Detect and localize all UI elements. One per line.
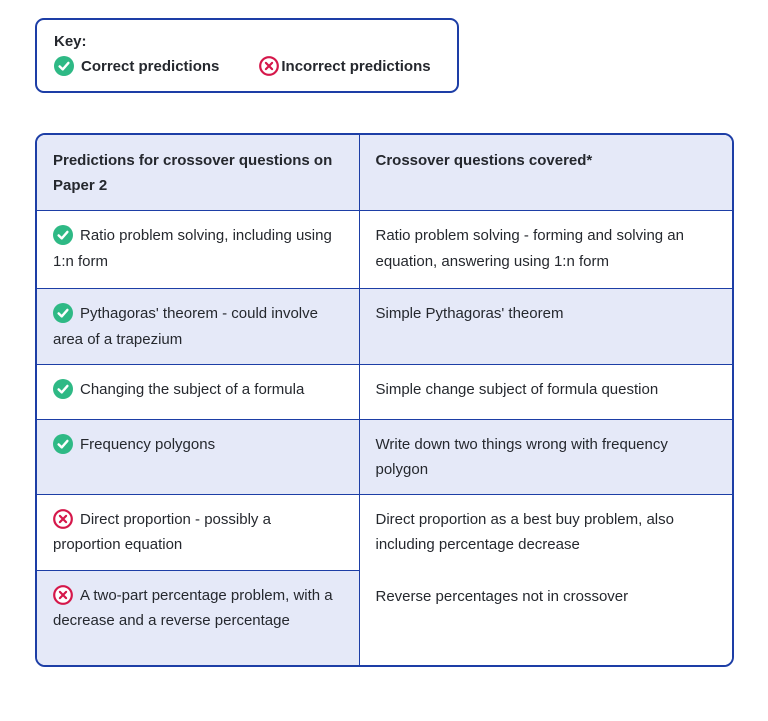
prediction-text: Pythagoras' theorem - could involve area… (53, 305, 318, 348)
key-incorrect-label: Incorrect predictions (281, 57, 431, 75)
table-row: Ratio problem solving, including using 1… (37, 210, 732, 290)
key-item-correct: Correct predictions (54, 56, 219, 76)
prediction-text: Direct proportion - possibly a proportio… (53, 511, 271, 554)
header-covered: Crossover questions covered* (358, 135, 732, 212)
x-circle-icon (53, 509, 73, 530)
prediction-text: Frequency polygons (80, 435, 216, 453)
prediction-text: A two-part percentage problem, with a de… (53, 586, 333, 629)
x-circle-icon (259, 56, 280, 76)
key-title: Key: (54, 33, 87, 50)
prediction-cell: Direct proportion - possibly a proportio… (37, 494, 360, 571)
x-circle-icon (53, 584, 73, 605)
prediction-cell: Pythagoras' theorem - could involve area… (37, 288, 360, 365)
table-header-row: Predictions for crossover questions on P… (37, 135, 732, 212)
key-correct-label: Correct predictions (81, 57, 220, 75)
prediction-text: Changing the subject of a formula (80, 380, 305, 398)
key-item-incorrect: Incorrect predictions (259, 56, 431, 76)
check-circle-icon (53, 225, 73, 246)
check-circle-icon (53, 433, 73, 454)
key-items: Correct predictions Incorrect prediction… (54, 56, 441, 76)
prediction-cell: A two-part percentage problem, with a de… (37, 569, 360, 665)
prediction-text: Ratio problem solving, including using 1… (53, 227, 332, 270)
prediction-cell: Ratio problem solving, including using 1… (37, 210, 360, 290)
check-circle-icon (53, 303, 73, 324)
header-predictions: Predictions for crossover questions on P… (37, 135, 360, 212)
check-circle-icon (54, 56, 74, 76)
table-row: Frequency polygons Write down two things… (37, 418, 732, 496)
table-row: A two-part percentage problem, with a de… (37, 569, 732, 665)
covered-cell: Write down two things wrong with frequen… (358, 418, 732, 496)
table-row: Pythagoras' theorem - could involve area… (37, 288, 732, 365)
covered-text: Reverse percentages not in crossover (375, 587, 629, 605)
covered-cell: Simple change subject of formula questio… (358, 363, 732, 420)
covered-text: Direct proportion as a best buy problem,… (375, 511, 674, 554)
covered-cell: Simple Pythagoras' theorem (358, 288, 732, 365)
prediction-cell: Changing the subject of a formula (37, 363, 360, 420)
predictions-table: Predictions for crossover questions on P… (35, 133, 734, 667)
table-row: Changing the subject of a formula Simple… (37, 363, 732, 420)
covered-cell: Ratio problem solving - forming and solv… (358, 210, 732, 290)
table-row: Direct proportion - possibly a proportio… (37, 494, 732, 665)
covered-cell-merged: Direct proportion as a best buy problem,… (358, 494, 732, 665)
prediction-cell: Frequency polygons (37, 418, 360, 496)
key-legend-box: Key: Correct predictions Incorrect predi… (35, 18, 459, 93)
check-circle-icon (53, 378, 73, 399)
